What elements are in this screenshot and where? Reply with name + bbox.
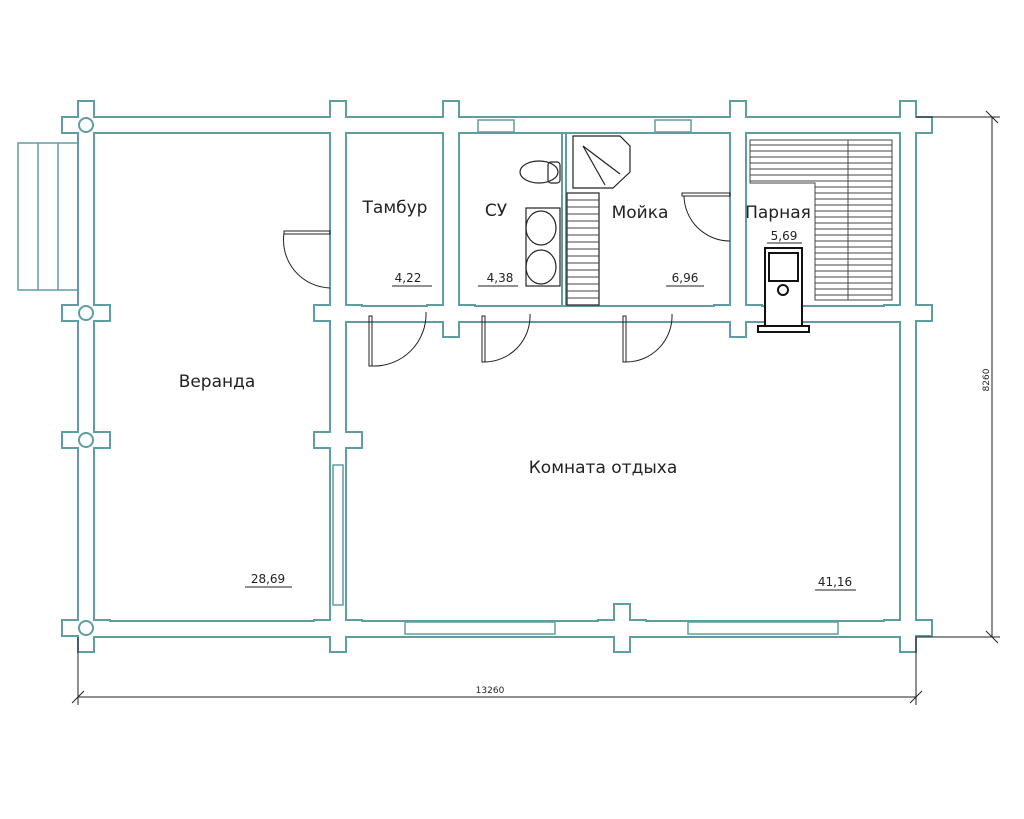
room-label-rest-room: Комната отдыха [529,458,678,478]
width-dimension: 13260 [476,686,505,696]
area-tambur: 4,22 [395,271,422,285]
area-rest-room: 41,16 [818,575,852,589]
area-veranda: 28,69 [251,572,285,586]
area-underlines [245,242,856,591]
area-parnaya: 5,69 [771,229,798,243]
sauna-benches [749,139,893,301]
dimension-lines [71,110,1000,705]
room-label-su: СУ [485,201,508,221]
room-label-moika: Мойка [612,203,669,223]
room-label-parnaya: Парная [745,203,811,223]
area-su: 4,38 [487,271,514,285]
log-end-circles [78,117,94,636]
wall-segment [561,132,567,307]
room-label-tambur: Тамбур [362,198,428,218]
stove [757,247,810,333]
doors [283,192,731,367]
room-label-veranda: Веранда [179,372,256,392]
windows [332,119,839,635]
shower-grate [567,199,599,299]
area-moika: 6,96 [672,271,699,285]
porch-steps [17,142,79,291]
height-dimension: 8260 [982,368,992,391]
